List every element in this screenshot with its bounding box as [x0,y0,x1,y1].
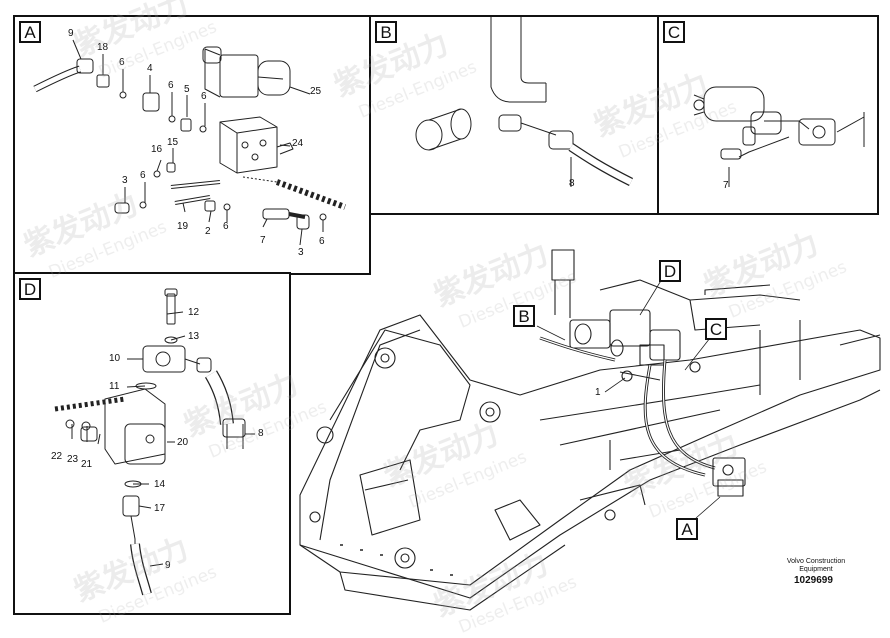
panel-c-drawing [693,86,865,187]
part-9d-label: 9 [165,560,171,571]
panel-c: C 7 [657,15,879,215]
panel-d-drawing [54,288,255,596]
part-6f-label: 6 [319,236,325,247]
part-8-label: 8 [569,178,575,189]
callout-b: B [513,305,535,327]
part-25-label: 25 [310,86,322,97]
part-21-label: 21 [81,459,93,470]
part-12-label: 12 [188,307,200,318]
part-14-label: 14 [154,479,166,490]
panel-b: B 8 [369,15,659,215]
panel-d-label: D [19,278,41,300]
panel-b-label: B [375,21,397,43]
caption-company-line2: Equipment [799,566,833,573]
part-6b-label: 6 [168,80,174,91]
part-13-label: 13 [188,331,200,342]
part-3-label: 3 [122,175,128,186]
part-6-label: 6 [119,57,125,68]
part-7c-label: 7 [723,180,729,191]
part-19-label: 19 [177,221,189,232]
part-2-label: 2 [205,226,211,237]
part-10-label: 10 [109,353,121,364]
panel-a: A 9 18 6 4 6 5 6 25 24 16 15 3 6 19 2 6 … [13,15,371,275]
part-7-label: 7 [260,235,266,246]
part-16-label: 16 [151,144,163,155]
part-20-label: 20 [177,437,189,448]
part-6c-label: 6 [201,91,207,102]
panel-d: D 12 13 10 11 8 20 22 23 21 14 17 9 [13,272,291,615]
part-9-label: 9 [68,28,74,39]
panel-a-drawing [33,39,347,246]
reference-number: 1029699 [794,575,833,586]
part-6d-label: 6 [140,170,146,181]
part-24-label: 24 [292,138,304,149]
part-4-label: 4 [147,63,153,74]
part-23-label: 23 [67,454,79,465]
part-18-label: 18 [97,42,109,53]
part-6e-label: 6 [223,221,229,232]
part-5-label: 5 [184,84,190,95]
part-22-label: 22 [51,451,63,462]
caption-company-line1: Volvo Construction [786,558,846,565]
panel-c-label: C [663,21,685,43]
panel-a-label: A [19,21,41,43]
part-1-label: 1 [595,387,601,398]
part-8d-label: 8 [258,428,264,439]
callout-a: A [676,518,698,540]
panel-b-drawing [415,17,634,187]
part-15-label: 15 [167,137,179,148]
part-3b-label: 3 [298,247,304,258]
callout-d: D [659,260,681,282]
part-17-label: 17 [154,503,166,514]
callout-c: C [705,318,727,340]
part-11-label: 11 [109,381,120,392]
